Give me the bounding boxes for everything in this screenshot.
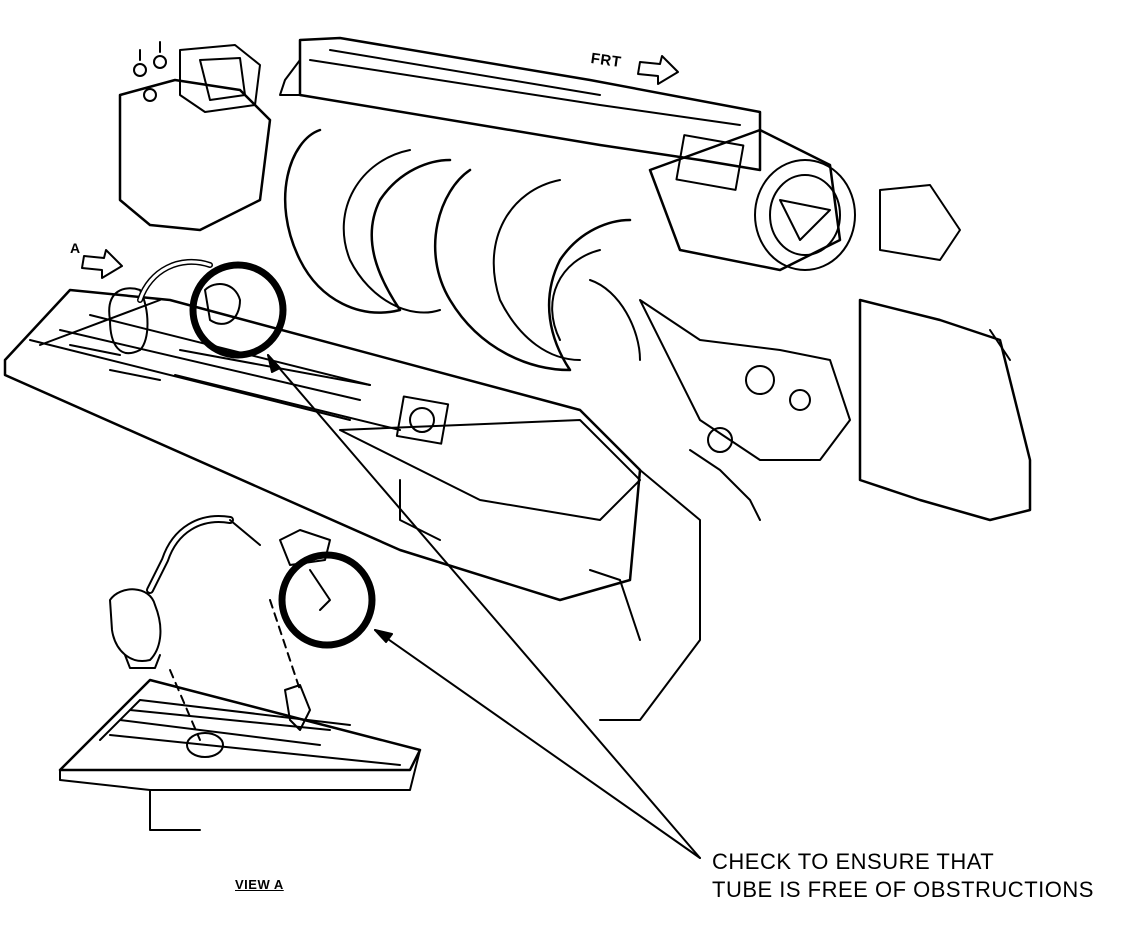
view-marker-label: A — [70, 240, 81, 256]
callout-circle-main — [189, 261, 287, 359]
callout-text: CHECK TO ENSURE THAT TUBE IS FREE OF OBS… — [712, 848, 1094, 904]
callout-line-1: CHECK TO ENSURE THAT — [712, 849, 995, 874]
frt-arrow — [637, 55, 679, 85]
view-a-detail — [58, 515, 422, 831]
leader-lines — [267, 354, 701, 859]
view-a-arrow — [81, 249, 123, 279]
engine-body — [3, 36, 1032, 721]
breather-hose-main — [108, 258, 241, 355]
callout-circle-view-a — [278, 551, 376, 649]
view-caption: VIEW A — [235, 877, 284, 892]
callout-line-2: TUBE IS FREE OF OBSTRUCTIONS — [712, 877, 1094, 902]
